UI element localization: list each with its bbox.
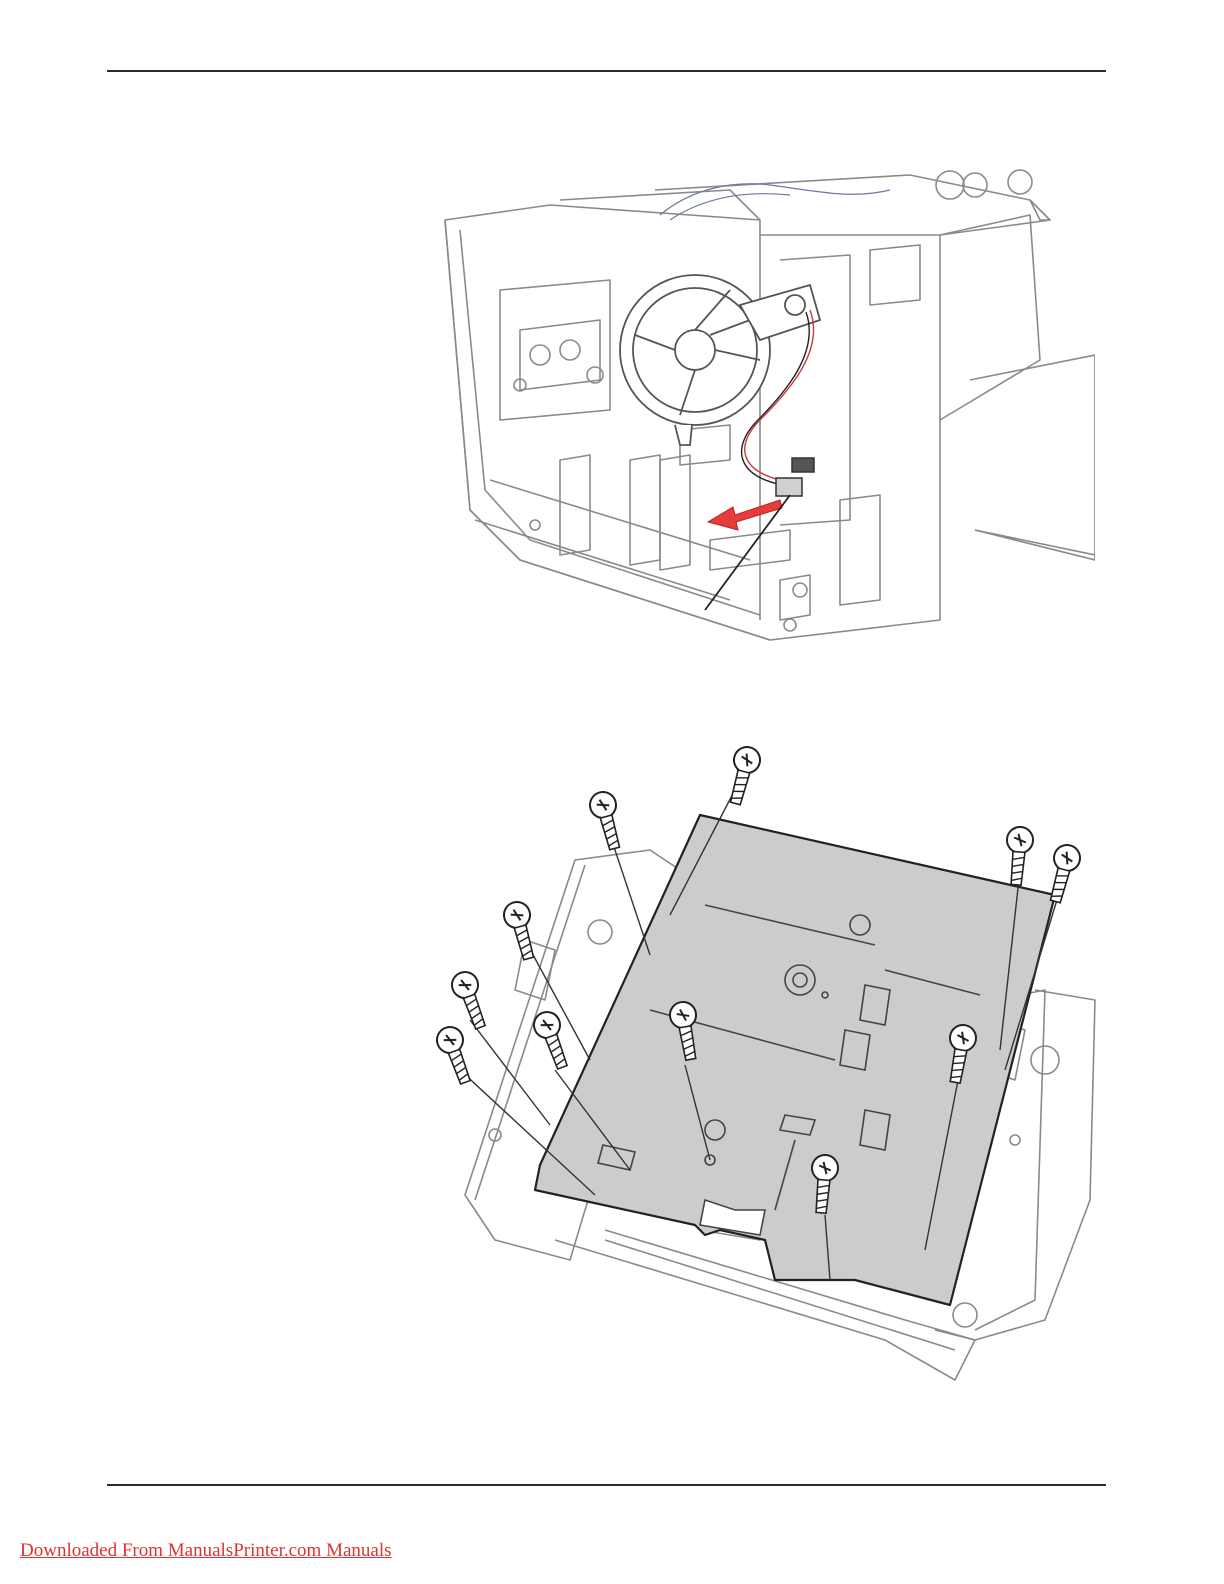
top-rule [107, 70, 1106, 72]
bottom-rule [107, 1484, 1106, 1486]
fan-connector-illustration [430, 160, 1095, 650]
download-source-link[interactable]: Downloaded From ManualsPrinter.com Manua… [20, 1540, 392, 1562]
control-board-screws-illustration [435, 740, 1100, 1410]
